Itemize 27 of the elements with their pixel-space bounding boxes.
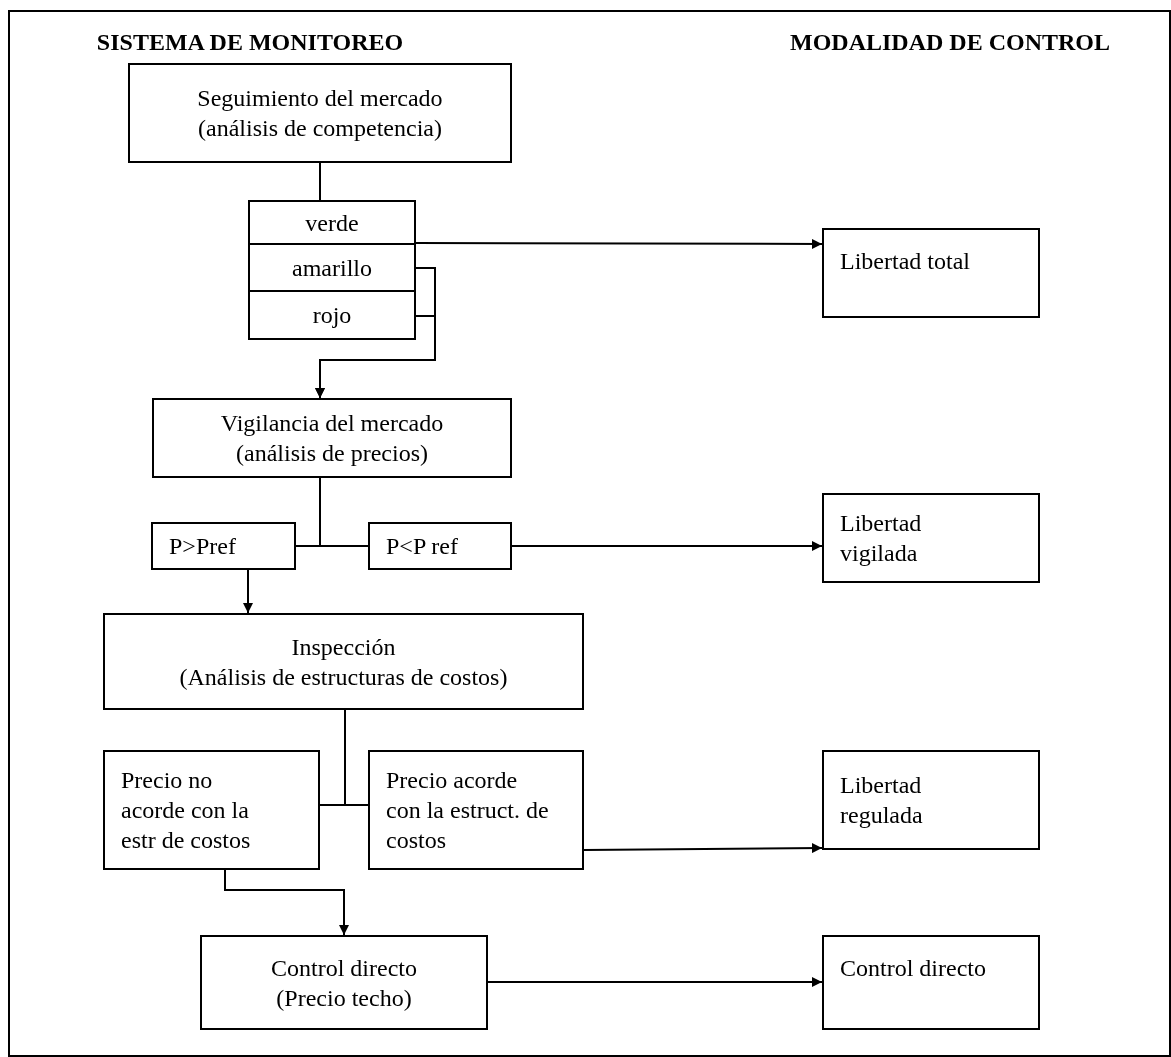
connector-line: [319, 477, 369, 547]
column-heading: MODALIDAD DE CONTROL: [789, 30, 1111, 54]
process-box: Control directo (Precio techo): [200, 935, 488, 1030]
column-heading: SISTEMA DE MONITOREO: [95, 30, 405, 54]
process-box: Precio acorde con la estruct. de costos: [368, 750, 584, 870]
process-box: Seguimiento del mercado (análisis de competencia): [128, 63, 512, 163]
table-cell: rojo: [248, 292, 416, 340]
process-box: Libertad total: [822, 228, 1040, 318]
table-cell: amarillo: [248, 245, 416, 292]
arrow: [315, 315, 436, 399]
connector-line: [344, 709, 369, 806]
process-box: Libertad vigilada: [822, 493, 1040, 583]
process-box: Precio no acorde con la estr de costos: [103, 750, 320, 870]
process-box: Control directo: [822, 935, 1040, 1030]
arrow: [487, 977, 823, 987]
arrow: [583, 843, 823, 854]
arrow: [511, 541, 823, 551]
arrow: [243, 569, 253, 614]
process-box: Libertad regulada: [822, 750, 1040, 850]
process-box: Vigilancia del mercado (análisis de precios): [152, 398, 512, 478]
arrow: [224, 869, 349, 936]
process-box: Inspección (Análisis de estructuras de costos): [103, 613, 584, 710]
process-box: P>Pref: [151, 522, 296, 570]
connector-line: [319, 162, 321, 201]
process-box: P<P ref: [368, 522, 512, 570]
arrow: [415, 239, 823, 249]
table-cell: verde: [248, 200, 416, 245]
